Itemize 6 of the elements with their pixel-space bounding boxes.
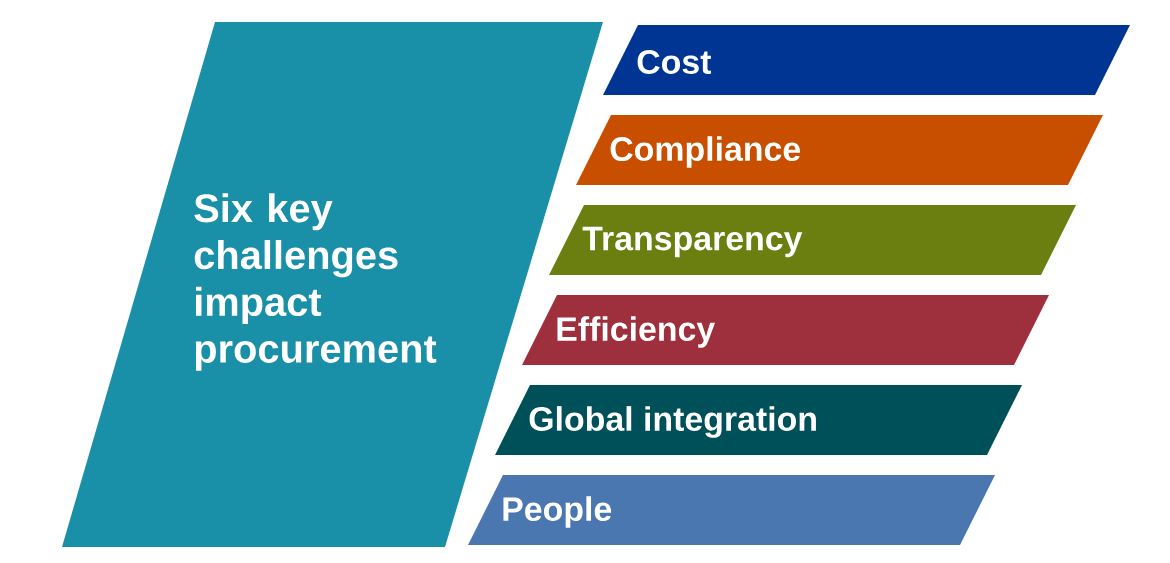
challenge-bar: Efficiency — [522, 295, 1049, 365]
challenge-bar: Global integration — [495, 385, 1022, 455]
challenge-bar: People — [468, 475, 995, 545]
challenge-bar: Compliance — [576, 115, 1103, 185]
challenge-bar: Transparency — [549, 205, 1076, 275]
challenge-bar: Cost — [603, 25, 1130, 95]
